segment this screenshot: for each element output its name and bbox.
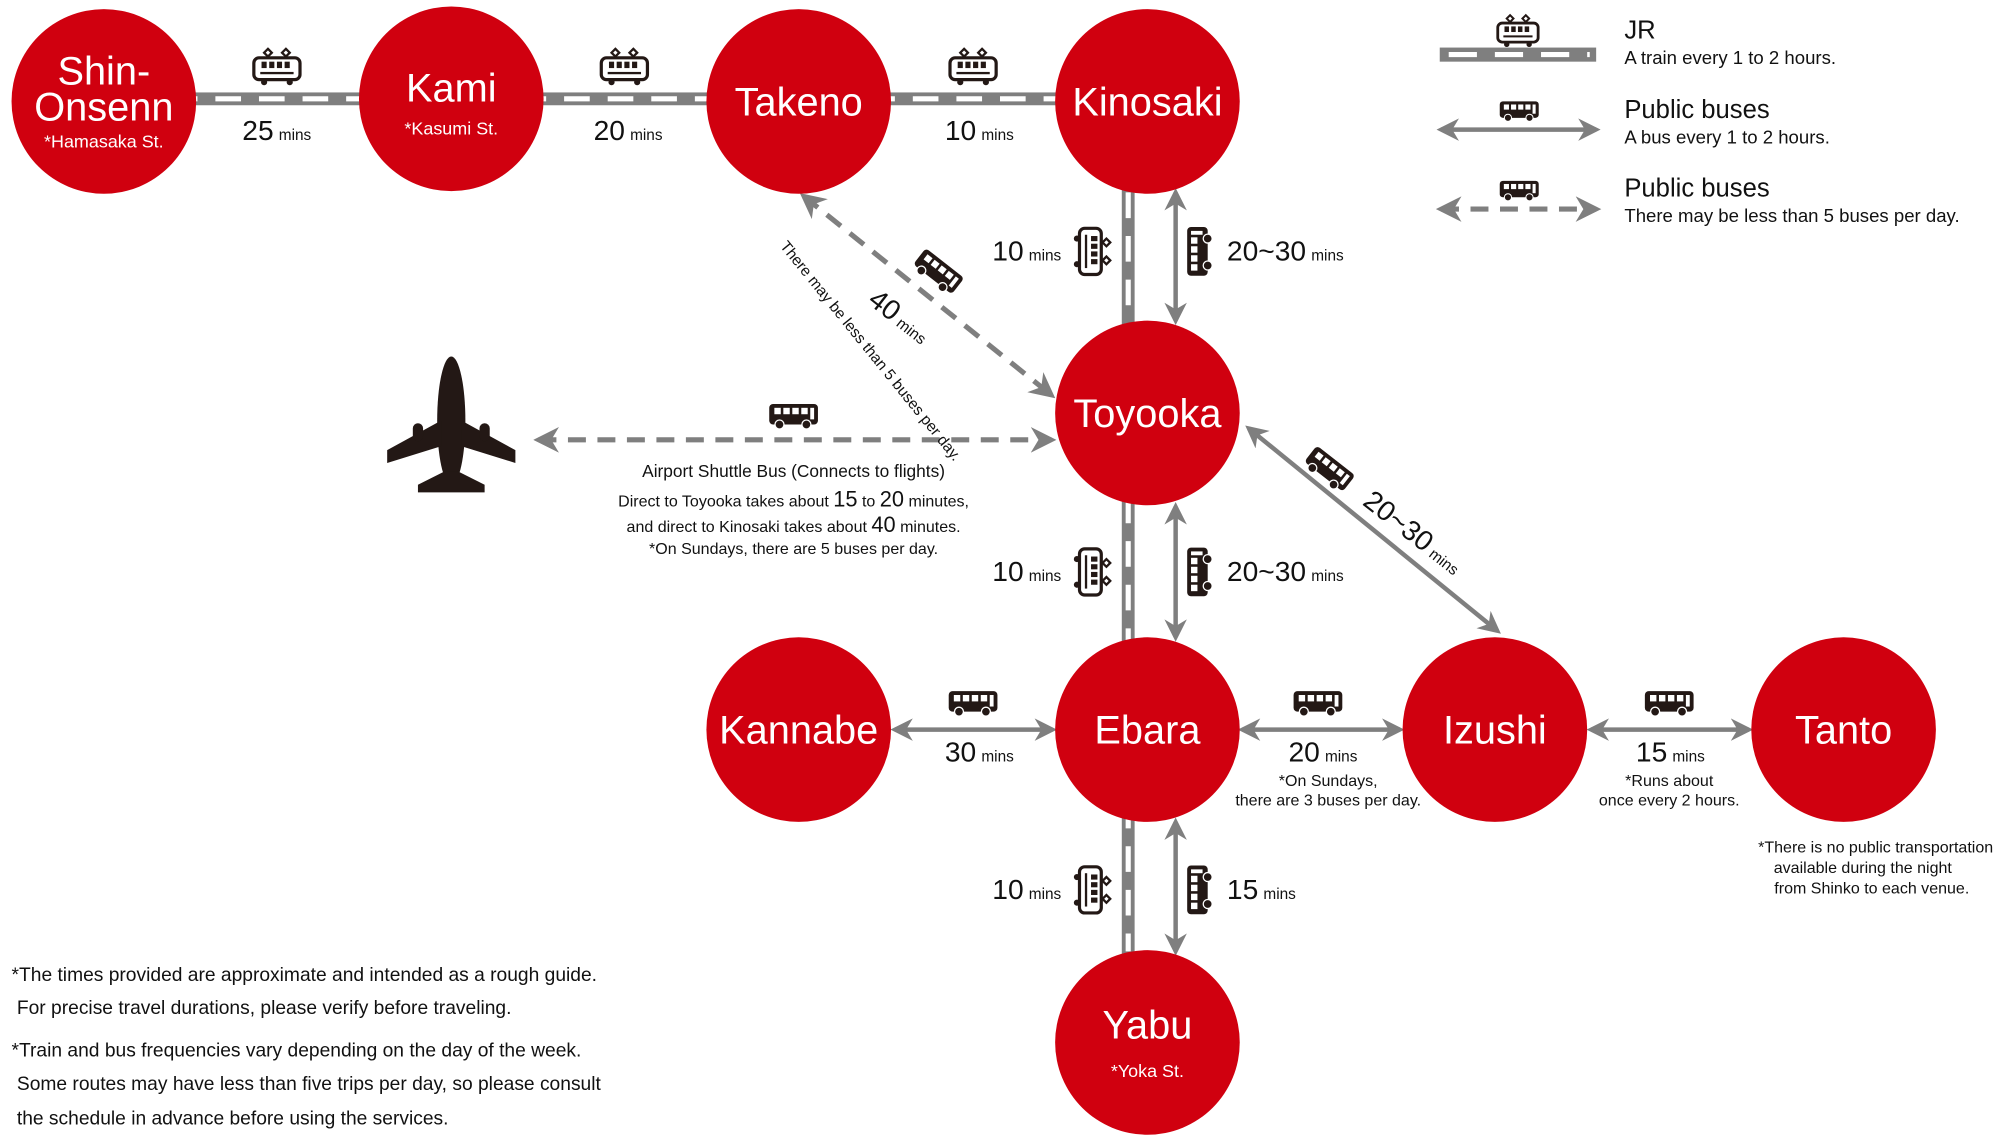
bus-icon <box>1300 444 1356 496</box>
bus-icon <box>1292 690 1343 717</box>
note-no-night-1: *There is no public transportation <box>1758 839 1993 857</box>
svg-text:Onsenn: Onsenn <box>34 86 173 130</box>
train-icon <box>1072 547 1112 597</box>
train-icon <box>1072 226 1112 277</box>
note-no-night-2: available during the night <box>1774 859 1953 877</box>
footnote: *The times provided are approximate and … <box>12 965 597 986</box>
station-izushi[interactable]: Izushi <box>1402 637 1588 822</box>
svg-text:Shin-: Shin- <box>57 50 150 94</box>
legend: JR A train every 1 to 2 hours. Public bu… <box>1435 13 1960 226</box>
station-kinosaki[interactable]: Kinosaki <box>1055 9 1240 194</box>
svg-text:*Yoka St.: *Yoka St. <box>1111 1061 1184 1081</box>
svg-text:Toyooka: Toyooka <box>1073 392 1222 436</box>
svg-text:Takeno: Takeno <box>735 81 863 125</box>
station-yabu[interactable]: Yabu *Yoka St. <box>1055 950 1240 1135</box>
bus-route-toyooka-izushi <box>1245 425 1501 634</box>
bus-icon <box>1644 690 1695 717</box>
svg-text:Kami: Kami <box>406 66 497 110</box>
footnote: For precise travel durations, please ver… <box>12 998 512 1019</box>
jr-rail-vertical <box>1121 101 1135 1043</box>
svg-text:Ebara: Ebara <box>1094 709 1201 753</box>
train-icon <box>948 47 998 87</box>
note-izushi-tanto-1: *Runs about <box>1625 772 1714 790</box>
legend-bus-desc: A bus every 1 to 2 hours. <box>1624 127 1830 148</box>
legend-bus-limited-title: Public buses <box>1624 174 1769 202</box>
station-ebara[interactable]: Ebara <box>1055 637 1240 822</box>
train-icon <box>252 47 302 87</box>
bus-icon <box>948 690 999 717</box>
station-toyooka[interactable]: Toyooka <box>1055 320 1240 506</box>
station-kami[interactable]: Kami *Kasumi St. <box>358 6 544 192</box>
svg-text:Tanto: Tanto <box>1795 709 1892 753</box>
legend-bus-limited-desc: There may be less than 5 buses per day. <box>1624 205 1959 226</box>
svg-text:Yabu: Yabu <box>1103 1004 1193 1048</box>
bus-icon <box>1186 226 1213 277</box>
bus-route-takeno-toyooka <box>799 193 1056 399</box>
station-takeno[interactable]: Takeno <box>706 9 892 194</box>
airport-line3: *On Sundays, there are 5 buses per day. <box>649 540 938 558</box>
legend-jr-desc: A train every 1 to 2 hours. <box>1624 47 1836 68</box>
footnote: Some routes may have less than five trip… <box>12 1074 602 1095</box>
svg-text:Kannabe: Kannabe <box>719 709 878 753</box>
footnote: the schedule in advance before using the… <box>12 1108 449 1129</box>
airplane-icon <box>387 356 516 493</box>
svg-text:*Kasumi St.: *Kasumi St. <box>404 119 498 139</box>
airport-line1: Direct to Toyooka takes about 15 to 20 m… <box>618 487 969 512</box>
svg-text:*Hamasaka St.: *Hamasaka St. <box>44 132 164 152</box>
note-ebara-izushi-1: *On Sundays, <box>1279 772 1378 790</box>
note-ebara-izushi-2: there are 3 buses per day. <box>1235 791 1421 809</box>
airport-title: Airport Shuttle Bus (Connects to flights… <box>642 461 945 481</box>
legend-jr-title: JR <box>1624 17 1655 45</box>
bus-icon <box>1499 180 1540 202</box>
bus-icon <box>1186 546 1213 597</box>
bus-icon <box>1499 100 1540 122</box>
bus-icon <box>1186 864 1213 915</box>
bus-icon <box>768 403 819 430</box>
note-izushi-tanto-2: once every 2 hours. <box>1599 791 1740 809</box>
svg-text:Izushi: Izushi <box>1443 709 1547 753</box>
station-kannabe[interactable]: Kannabe <box>706 637 892 822</box>
svg-text:Kinosaki: Kinosaki <box>1072 81 1222 125</box>
train-icon <box>599 47 650 87</box>
footnote: *Train and bus frequencies vary dependin… <box>12 1041 582 1062</box>
legend-bus-title: Public buses <box>1624 96 1769 124</box>
train-icon <box>1072 865 1112 915</box>
airport-line2: and direct to Kinosaki takes about 40 mi… <box>627 512 961 537</box>
note-no-night-3: from Shinko to each venue. <box>1774 880 1969 898</box>
station-shin-onsenn[interactable]: Shin- Onsenn *Hamasaka St. <box>11 9 197 194</box>
train-icon <box>1496 13 1540 49</box>
jr-rail-top <box>128 92 1142 106</box>
station-tanto[interactable]: Tanto <box>1751 637 1936 822</box>
